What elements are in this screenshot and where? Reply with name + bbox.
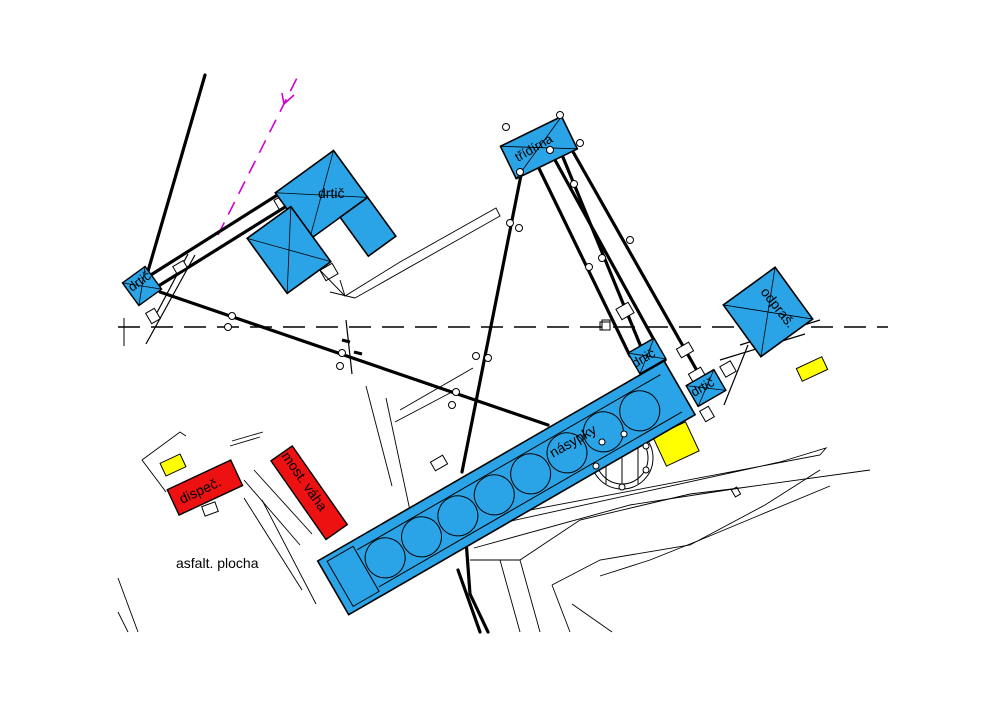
belt-marks	[341, 338, 363, 356]
yellow-block-3	[795, 356, 829, 382]
magenta-direction-line	[217, 71, 301, 236]
dedusting-unit	[722, 266, 814, 358]
crusher-left	[121, 265, 163, 307]
label-crusher-top: drtič	[318, 185, 344, 201]
sorter	[499, 115, 579, 180]
hopper-platform	[316, 359, 697, 616]
support-blocks	[144, 259, 737, 384]
crusher-block-2	[246, 205, 332, 295]
truck-scale	[269, 444, 349, 541]
roller-circles	[224, 111, 650, 491]
conveyor-belts	[144, 73, 702, 634]
terrain-outlines	[117, 207, 871, 633]
crusher-mid	[627, 337, 667, 375]
dispatch-building	[166, 459, 244, 516]
label-asphalt: asfalt. plocha	[176, 555, 259, 571]
yellow-block-1	[159, 453, 187, 477]
crusher-right	[685, 368, 727, 408]
